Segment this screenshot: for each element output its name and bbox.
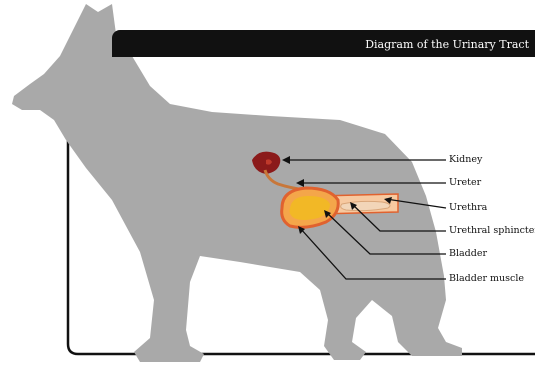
label-kidney: Kidney [449, 154, 482, 166]
label-urethral-sphincter: Urethral sphincter [449, 225, 535, 237]
label-bladder-muscle: Bladder muscle [449, 273, 524, 285]
diagram-title: Diagram of the Urinary Tract [365, 38, 529, 51]
label-ureter: Ureter [449, 177, 481, 189]
label-bladder: Bladder [449, 248, 487, 260]
title-bar: Diagram of the Urinary Tract [112, 30, 535, 57]
label-urethra: Urethra [449, 202, 487, 214]
urethral-sphincter-shape [341, 201, 390, 210]
